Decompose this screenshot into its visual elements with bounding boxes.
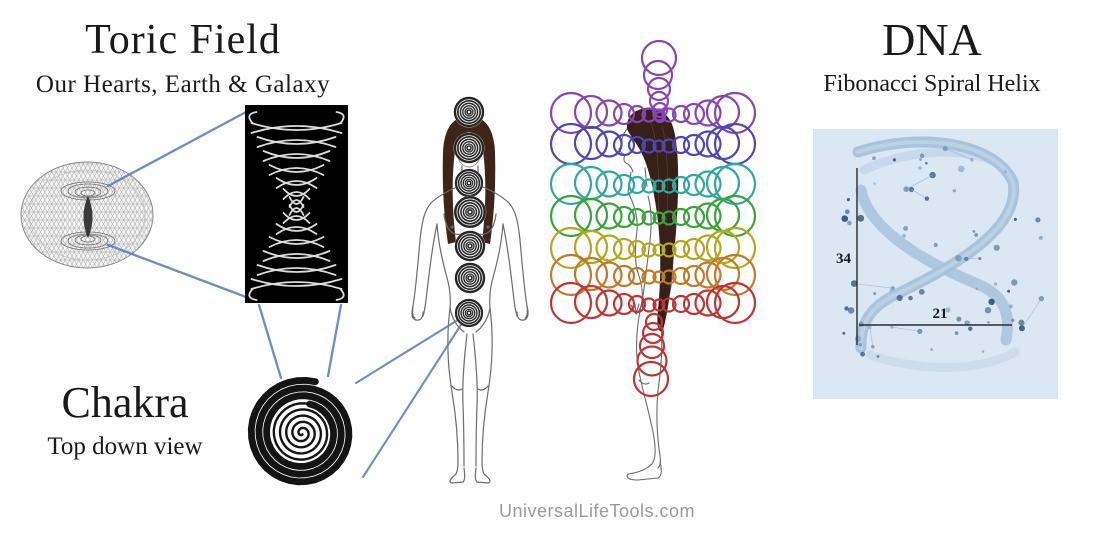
torus-wireframe-graphic [20, 161, 154, 269]
vortex-cross-section-graphic [245, 105, 348, 303]
dna-molecule-dots [841, 146, 1045, 358]
fibonacci-measurements [856, 168, 1012, 345]
solar-plexus-chakra-spiral [453, 229, 487, 263]
vortex-spiral-strands [248, 111, 345, 301]
spiral-outer-turns [247, 376, 353, 486]
dna-back-strand [865, 347, 1020, 372]
connector-lines-vortex-to-spiral [257, 303, 343, 380]
dna-title: DNA [882, 14, 982, 65]
connector-lines-spiral-to-root-chakra [354, 313, 468, 479]
toric-field-title: Toric Field [85, 17, 281, 63]
vertical-measure-label: 34 [836, 251, 852, 267]
chakra-subtitle: Top down view [47, 433, 203, 460]
horizontal-measure-label: 21 [933, 306, 948, 322]
connector-line [106, 110, 248, 188]
front-figure-graphic [411, 95, 529, 484]
connector-line [354, 313, 468, 385]
toric-field-section-header: Toric Field Our Hearts, Earth & Galaxy [28, 18, 338, 98]
dna-strand-a-highlight [856, 140, 1016, 350]
connector-line [106, 243, 248, 299]
third-eye-chakra-spiral [452, 131, 486, 165]
watermark-text: UniversalLifeTools.com [498, 501, 696, 521]
toric-field-subtitle: Our Hearts, Earth & Galaxy [35, 71, 331, 99]
spiral-top-down-view-graphic [247, 376, 353, 486]
heart-chakra-spiral [452, 194, 488, 230]
side-figure-graphic [549, 39, 757, 481]
dna-helix-graphic: 34 21 [813, 129, 1058, 399]
connector-line [257, 303, 283, 380]
throat-chakra-spiral [453, 167, 485, 199]
crown-chakra-spiral [452, 95, 486, 129]
sacral-chakra-spiral [453, 261, 487, 295]
side-figure-hair-strands [649, 119, 669, 231]
connector-line [361, 315, 468, 479]
dna-strand-b [855, 184, 1013, 346]
chakra-title: Chakra [61, 378, 189, 427]
connector-lines-torus-to-vortex [106, 110, 248, 299]
spiral-inner-turns [272, 402, 329, 461]
connector-line [326, 303, 343, 378]
root-coil [632, 312, 670, 398]
root-chakra-spiral [453, 297, 485, 329]
dna-subtitle: Fibonacci Spiral Helix [823, 71, 1041, 97]
